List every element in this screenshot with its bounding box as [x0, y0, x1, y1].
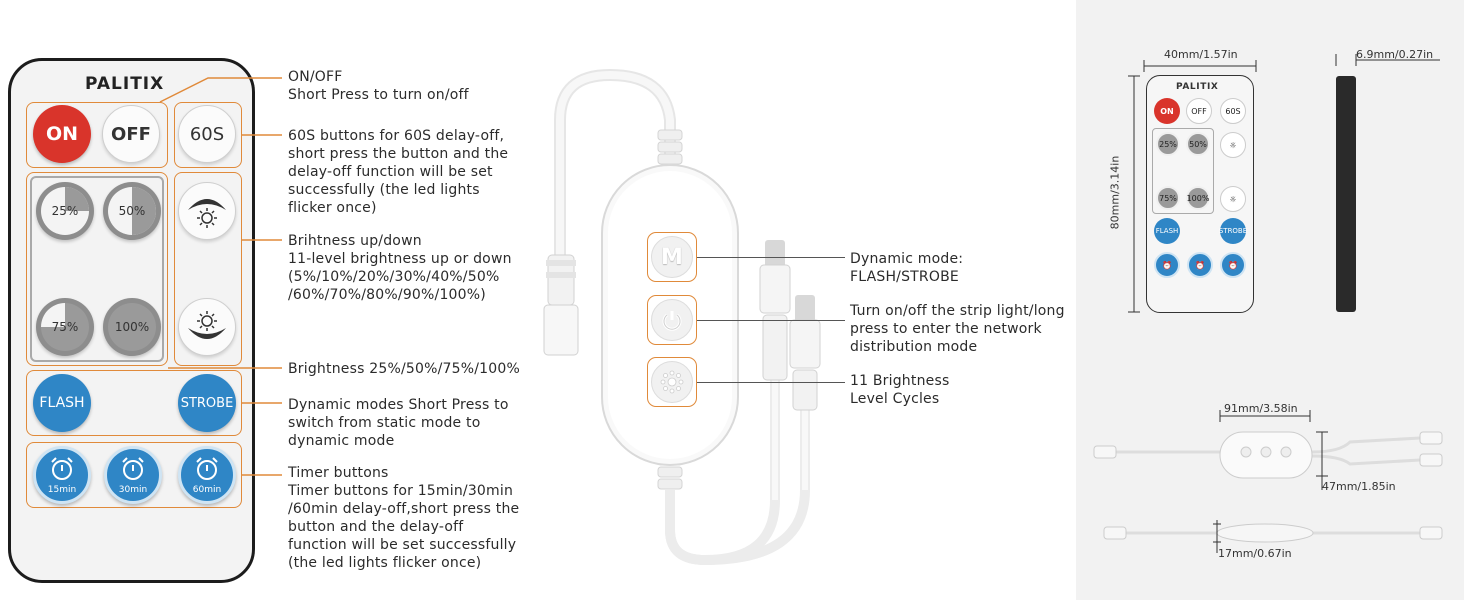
controller-top-view	[1093, 410, 1443, 553]
timer-annotation: Timer buttons Timer buttons for 15min/30…	[288, 465, 520, 571]
power-leader-line	[697, 320, 845, 321]
mini-timer-30: ⏰	[1187, 252, 1213, 278]
brightness-cycle-icon	[660, 370, 684, 394]
off-button[interactable]: OFF	[102, 105, 160, 163]
pie-fill-icon	[108, 303, 156, 351]
power-icon	[662, 311, 682, 331]
brightness-down-icon	[188, 311, 226, 339]
brand-logo: PALITIX	[85, 74, 165, 94]
power-annotation: Turn on/off the strip light/long press t…	[850, 303, 1065, 355]
brightness-level-group	[26, 172, 168, 366]
mini-up-icon: ☼	[1220, 132, 1246, 158]
controller-thickness-label: 17mm/0.67in	[1218, 547, 1292, 560]
mini-timer-60: ⏰	[1220, 252, 1246, 278]
delay-label: 60S	[189, 123, 225, 145]
pie-fill-icon	[41, 187, 89, 235]
brightness-up-button[interactable]	[178, 182, 236, 240]
brightness-cycle-button[interactable]	[651, 361, 693, 403]
updown-annotation: Brihtness up/down 11-level brightness up…	[288, 233, 512, 303]
pie-fill-icon	[41, 303, 89, 351]
controller-width-label: 47mm/1.85in	[1322, 480, 1396, 493]
mini-off-button: OFF	[1186, 98, 1212, 124]
power-button-frame	[647, 295, 697, 345]
timer-60min-button[interactable]: 60min	[178, 446, 236, 504]
mode-m-button[interactable]: M	[651, 236, 693, 278]
mini-on-button: ON	[1154, 98, 1180, 124]
flash-button[interactable]: FLASH	[33, 374, 91, 432]
dynamic-group	[26, 370, 242, 436]
timer-30min-button[interactable]: 30min	[104, 446, 162, 504]
mini-level-75: 75%	[1156, 186, 1180, 210]
onoff-annotation-title: ON/OFF	[288, 69, 343, 85]
mini-strobe-button: STROBE	[1219, 218, 1247, 244]
pie-fill-icon	[108, 187, 156, 235]
remote-thickness-label: 6.9mm/0.27in	[1356, 48, 1434, 61]
mini-level-50: 50%	[1186, 132, 1210, 156]
brightness-annotation: Brightness 25%/50%/75%/100%	[288, 361, 520, 377]
power-button[interactable]	[651, 299, 693, 341]
brightness-inner-frame	[30, 176, 164, 362]
mode-leader-line	[697, 257, 845, 258]
onoff-group	[26, 102, 168, 168]
mini-delay-button: 60S	[1220, 98, 1246, 124]
mini-timer-15: ⏰	[1154, 252, 1180, 278]
timer-group	[26, 442, 242, 508]
brightness-up-icon	[188, 199, 226, 228]
remote-thickness-dimension	[1335, 54, 1440, 66]
alarm-clock-icon	[122, 457, 144, 480]
mode-m-label: M	[661, 244, 683, 270]
on-button[interactable]: ON	[33, 105, 91, 163]
mini-level-100: 100%	[1186, 186, 1210, 210]
mini-level-25: 25%	[1156, 132, 1180, 156]
off-label: OFF	[111, 123, 151, 145]
brightness-100-button[interactable]: 100%	[103, 298, 161, 356]
timer-label: 30min	[118, 485, 148, 495]
brightness-50-button[interactable]: 50%	[103, 182, 161, 240]
level-label: 100%	[114, 320, 150, 334]
mini-down-icon: ☼	[1220, 186, 1246, 212]
strobe-button[interactable]: STROBE	[178, 374, 236, 432]
level-leader-line	[697, 382, 845, 383]
level-label: 75%	[51, 320, 79, 334]
onoff-annotation-desc: Short Press to turn on/off	[288, 87, 469, 103]
level-button-frame	[647, 357, 697, 407]
timer-15min-button[interactable]: 15min	[33, 446, 91, 504]
strobe-label: STROBE	[180, 395, 234, 411]
mini-brightness-frame	[1152, 128, 1214, 214]
mode-button-frame	[647, 232, 697, 282]
remote-leader-lines	[159, 77, 282, 476]
dimensions-panel	[1076, 0, 1464, 600]
brightness-updown-group	[174, 172, 242, 366]
delay-annotation: 60S buttons for 60S delay-off, short pre…	[288, 128, 509, 216]
remote-width-dimension	[1143, 60, 1257, 72]
level-label: 25%	[51, 204, 79, 218]
delay-60s-button[interactable]: 60S	[178, 105, 236, 163]
timer-label: 60min	[192, 485, 222, 495]
brightness-down-button[interactable]	[178, 298, 236, 356]
controller-length-label: 91mm/3.58in	[1224, 402, 1298, 415]
timer-label: 15min	[47, 485, 77, 495]
remote-side-view	[1336, 76, 1356, 312]
mini-flash-button: FLASH	[1154, 218, 1180, 244]
dynamic-annotation: Dynamic modes Short Press to switch from…	[288, 397, 509, 449]
remote-height-label: 80mm/3.14in	[1108, 155, 1122, 230]
level-annotation: 11 Brightness Level Cycles	[850, 373, 950, 407]
remote-width-label: 40mm/1.57in	[1164, 48, 1238, 61]
remote-height-dimension	[1128, 75, 1140, 313]
alarm-clock-icon	[196, 457, 218, 480]
alarm-clock-icon	[51, 457, 73, 480]
on-label: ON	[45, 123, 79, 145]
level-label: 50%	[118, 204, 146, 218]
delay-group	[174, 102, 242, 168]
mode-annotation: Dynamic mode: FLASH/STROBE	[850, 251, 964, 285]
flash-label: FLASH	[39, 395, 85, 411]
brightness-75-button[interactable]: 75%	[36, 298, 94, 356]
brightness-25-button[interactable]: 25%	[36, 182, 94, 240]
mini-brand-logo: PALITIX	[1176, 82, 1219, 92]
